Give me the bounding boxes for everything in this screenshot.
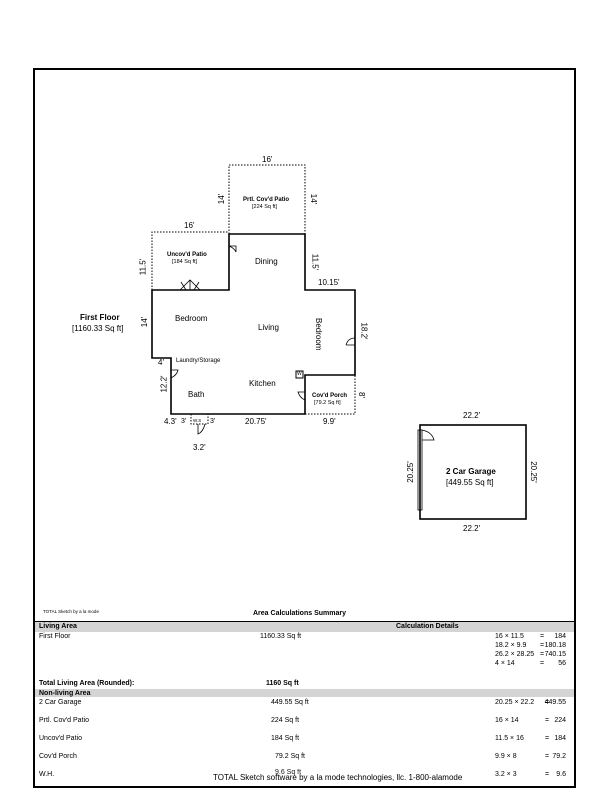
room-kitchen: Kitchen (249, 379, 276, 388)
covd-porch-label: Cov'd Porch (312, 393, 348, 399)
dim-20-75: 20.75' (245, 417, 267, 426)
calc-details-header: Calculation Details (396, 623, 459, 630)
dim-8: 8' (356, 392, 366, 398)
dim-garage-top: 22.2' (463, 411, 481, 420)
dim-10-15: 10.15' (318, 278, 340, 287)
uncov-patio-outline (151, 231, 229, 290)
room-laundry: Laundry/Storage (176, 358, 221, 364)
dim-3-b: 3' (210, 418, 216, 425)
total-living-value: 1160 Sq ft (266, 680, 299, 687)
room-bedroom-1: Bedroom (175, 314, 208, 323)
non-living-name: Uncov'd Patio (39, 735, 82, 742)
calc-row: 26.2 × 28.25=740.15 (495, 651, 566, 658)
first-floor-name: First Floor (39, 633, 71, 640)
prtl-patio-label: Prtl. Cov'd Patio (243, 197, 290, 203)
calc-row: 11.5 × 16=184 (495, 735, 566, 742)
software-footer: TOTAL Sketch software by a la mode techn… (213, 773, 463, 782)
first-floor-label: First Floor (80, 313, 120, 322)
garage-area: [449.55 Sq ft] (446, 478, 494, 487)
dim-4: 4' (158, 358, 164, 367)
dim-16-uncov: 16' (184, 221, 195, 230)
non-living-name: W.H. (39, 771, 55, 778)
dim-11-5-left: 11.5' (138, 258, 148, 276)
dim-16-top: 16' (262, 155, 273, 164)
first-floor-sqft: 1160.33 Sq ft (260, 633, 302, 640)
non-living-area: 449.55 Sq ft (271, 699, 309, 706)
dim-9-9: 9.9' (323, 417, 336, 426)
dim-garage-left: 20.25' (405, 461, 415, 483)
page-frame (33, 68, 576, 788)
garage-label: 2 Car Garage (446, 467, 496, 476)
calc-row: 16 × 11.5=184 (495, 633, 566, 640)
prtl-patio-outline (228, 164, 306, 234)
room-bath: Bath (188, 390, 205, 399)
non-living-name: 2 Car Garage (39, 699, 82, 706)
garage-outline (419, 424, 527, 520)
covd-porch-area: [79.2 Sq ft] (314, 400, 341, 406)
dim-garage-right: 20.25' (528, 461, 538, 483)
calc-row: 20.25 × 22.2=449.55 (495, 699, 566, 706)
calc-row: 9.9 × 8=79.2 (495, 753, 566, 760)
dim-11-5-right: 11.5' (310, 253, 320, 271)
dim-14-patio-right: 14' (309, 193, 319, 205)
uncov-patio-label: Uncov'd Patio (167, 252, 207, 258)
living-area-header: Living Area (39, 623, 77, 630)
calc-row: 18.2 × 9.9=180.18 (495, 642, 566, 649)
room-dining: Dining (255, 257, 278, 266)
area-summary: Living Area Calculation Details First Fl… (35, 621, 574, 786)
room-bedroom-2: Bedroom (314, 318, 323, 351)
dim-12-2: 12.2' (159, 375, 169, 393)
summary-title: Area Calculations Summary (253, 610, 346, 617)
uncov-patio-area: [184 Sq ft] (172, 259, 198, 265)
wh-marker: W (297, 371, 302, 377)
dim-18-2: 18.2' (359, 322, 369, 340)
dim-4-3: 4.3' (164, 417, 177, 426)
dim-ws: W.S (193, 418, 202, 423)
non-living-name: Cov'd Porch (39, 753, 77, 760)
dim-garage-bottom: 22.2' (463, 524, 481, 533)
total-living-label: Total Living Area (Rounded): (39, 680, 135, 687)
dim-3-2: 3.2' (193, 443, 206, 452)
calc-row: 3.2 × 3=9.6 (495, 771, 566, 778)
non-living-area: 79.2 Sq ft (275, 753, 305, 760)
dim-14-patio-left: 14' (217, 193, 227, 205)
non-living-area: 9.6 Sq ft (275, 769, 302, 776)
non-living-area: 224 Sq ft (271, 717, 300, 724)
non-living-area: 184 Sq ft (271, 735, 300, 742)
calc-row: 16 × 14=224 (495, 717, 566, 724)
non-living-name: Prtl. Cov'd Patio (39, 717, 89, 724)
calc-row: 4 × 14=56 (495, 660, 566, 667)
non-living-header: Non-living Area (39, 690, 91, 697)
sketch-brand-small: TOTAL Sketch by a la mode (43, 609, 99, 614)
covd-porch-outline (305, 375, 356, 415)
room-living: Living (258, 323, 279, 332)
prtl-patio-area: [224 Sq ft] (252, 204, 278, 210)
dim-14-left: 14' (140, 316, 150, 328)
first-floor-area: [1160.33 Sq ft] (72, 324, 124, 333)
dim-3-a: 3' (181, 418, 187, 425)
